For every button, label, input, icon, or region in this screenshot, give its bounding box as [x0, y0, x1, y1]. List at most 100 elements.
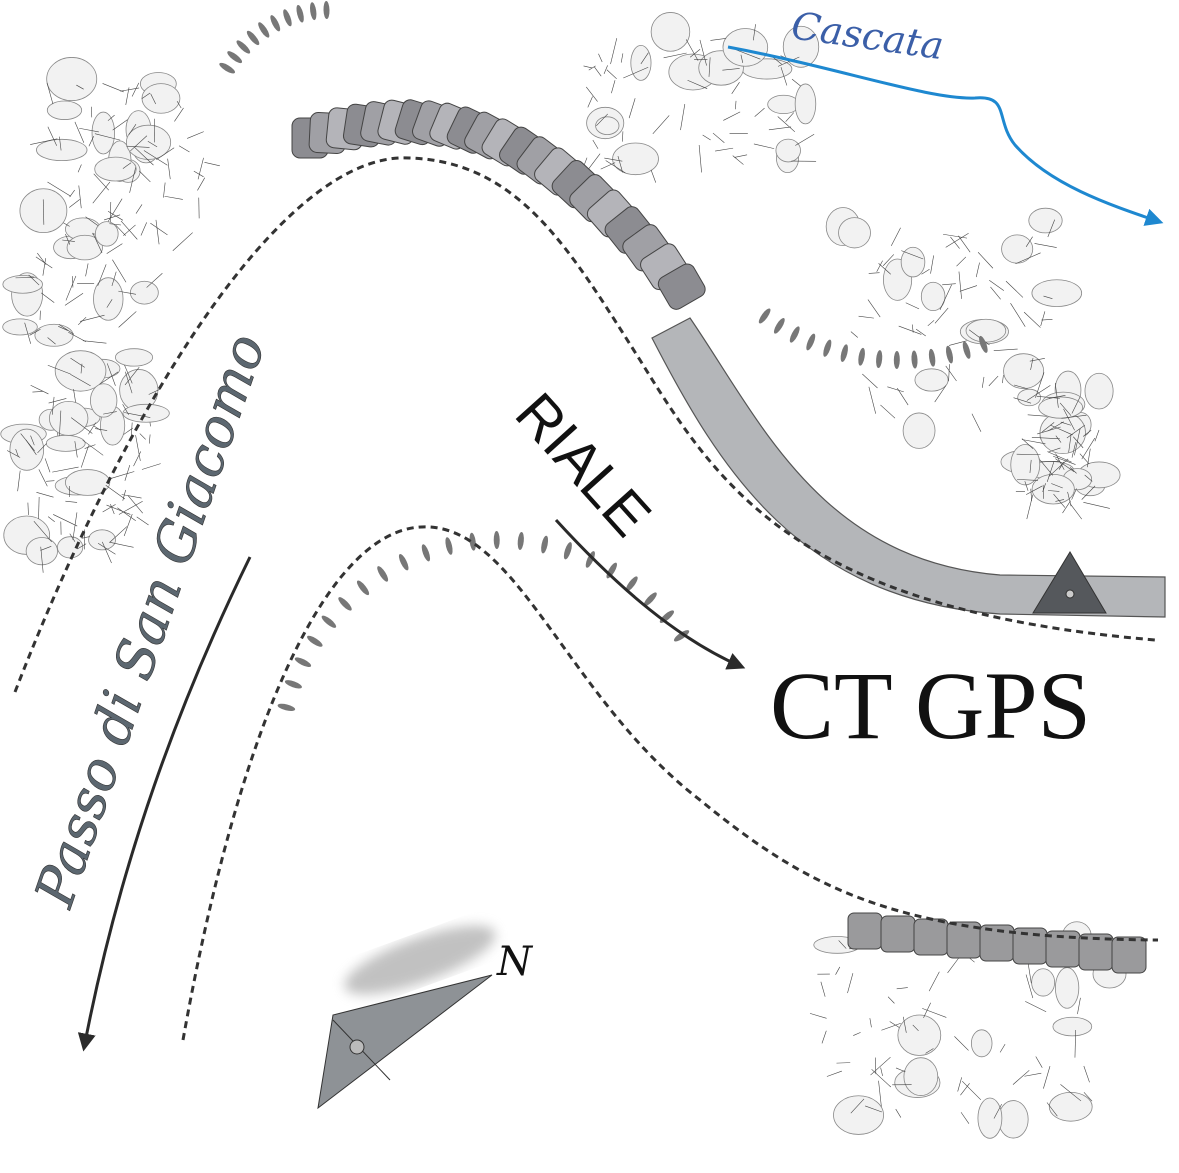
shrub-stroke: [121, 494, 142, 499]
shrub-stroke: [617, 156, 623, 173]
shrub-stroke: [1048, 447, 1061, 453]
shrub-stroke: [120, 220, 138, 240]
rock-blob: [57, 536, 84, 559]
shrub-stroke: [1079, 453, 1090, 465]
shrub-stroke: [1027, 414, 1048, 417]
rock-blob: [25, 537, 58, 566]
shrub-stroke: [88, 422, 96, 435]
shrub-stroke: [68, 331, 87, 342]
shrub-stroke: [960, 1083, 970, 1096]
rock-blob: [970, 1029, 993, 1058]
shrub-stroke: [80, 445, 89, 468]
shrub-stroke: [84, 444, 96, 449]
rock-blob: [9, 428, 45, 471]
rock-blob: [977, 1097, 1003, 1139]
shrub-stroke: [69, 533, 76, 542]
shrub-stroke: [40, 546, 44, 573]
rock-blob: [1003, 353, 1045, 389]
rock-blob: [1048, 1092, 1093, 1122]
shrub-stroke: [38, 469, 48, 487]
shrub-stroke: [838, 940, 847, 949]
shrub-stroke: [1041, 319, 1053, 321]
shrub-stroke: [1043, 1066, 1051, 1089]
shrub-stroke: [878, 1080, 882, 1107]
shrub-stroke: [122, 489, 126, 501]
rock-blob: [46, 100, 83, 120]
shrub-stroke: [1047, 421, 1064, 432]
shrub-stroke: [106, 299, 113, 308]
shrub-stroke: [1083, 1092, 1093, 1102]
shrub-stroke: [870, 1056, 891, 1076]
shrub-stroke: [1081, 485, 1096, 500]
shrub-stroke: [1002, 375, 1004, 384]
shrub-stroke: [65, 233, 71, 245]
shrub-stroke: [791, 78, 801, 87]
shrub-stroke: [93, 173, 109, 191]
shrub-stroke: [1054, 383, 1059, 408]
slope-drop: [806, 333, 816, 351]
shrub-stroke: [78, 317, 87, 326]
shrub-stroke: [47, 126, 57, 146]
shrub-stroke: [911, 324, 914, 333]
shrub-stroke: [948, 340, 967, 346]
shrub-stroke: [103, 411, 117, 415]
slope-drop: [673, 630, 690, 642]
shrub-stroke: [902, 1016, 907, 1033]
shrub-stroke: [167, 158, 171, 180]
shrub-stroke: [1027, 963, 1032, 984]
shrub-stroke: [109, 471, 135, 480]
shrub-stroke: [88, 136, 95, 147]
shrub-stroke: [29, 328, 41, 336]
shrub-stroke: [847, 973, 854, 994]
shrub-stroke: [193, 170, 204, 178]
shrub-stroke: [47, 364, 71, 375]
shrub-stroke: [140, 222, 147, 236]
shrub-stroke: [989, 280, 1005, 291]
shrub-stroke: [52, 466, 79, 473]
shrub-stroke: [956, 256, 967, 267]
shrub-stroke: [912, 1024, 919, 1031]
rock-blob: [897, 1014, 942, 1056]
shrub-stroke: [993, 348, 1018, 351]
shrub-stroke: [72, 276, 74, 288]
shrub-stroke: [921, 269, 930, 275]
shrub-stroke: [685, 39, 699, 61]
slope-drop: [307, 635, 323, 647]
shrub-stroke: [777, 56, 800, 67]
shrub-stroke: [689, 49, 701, 58]
shrub-stroke: [1077, 997, 1081, 1015]
shrub-stroke: [102, 541, 112, 564]
shrub-stroke: [72, 512, 78, 540]
shrub-stroke: [850, 1098, 865, 1114]
shrub-stroke: [715, 147, 734, 152]
slope-drop: [356, 580, 370, 596]
slope-drop: [377, 566, 389, 582]
shrub-stroke: [971, 413, 982, 432]
shrub-stroke: [1066, 424, 1085, 439]
shrub-stroke: [1031, 437, 1060, 440]
shrub-stroke: [78, 185, 82, 209]
shrub-stroke: [1071, 488, 1077, 500]
rock-blob: [34, 323, 74, 347]
shrub-stroke: [1062, 500, 1071, 514]
shrub-stroke: [47, 516, 55, 522]
shrub-stroke: [702, 134, 711, 141]
shrub-stroke: [70, 373, 91, 387]
shrub-stroke: [106, 363, 116, 386]
stone: [847, 912, 883, 950]
shrub-stroke: [821, 1030, 827, 1044]
shrub-stroke: [925, 1048, 934, 1054]
shrub-stroke: [1024, 481, 1029, 491]
shrub-stroke: [959, 285, 978, 292]
slope-drop: [979, 335, 988, 353]
shrub-stroke: [148, 434, 151, 444]
shrub-stroke: [734, 154, 748, 158]
shrub-stroke: [1026, 494, 1034, 520]
slope-drop: [493, 531, 500, 550]
shrub-stroke: [881, 1022, 901, 1031]
shrub-stroke: [47, 337, 56, 345]
pass-arrow: [77, 556, 252, 1052]
shrub-stroke: [712, 132, 725, 143]
shrub-stroke: [1055, 435, 1062, 443]
